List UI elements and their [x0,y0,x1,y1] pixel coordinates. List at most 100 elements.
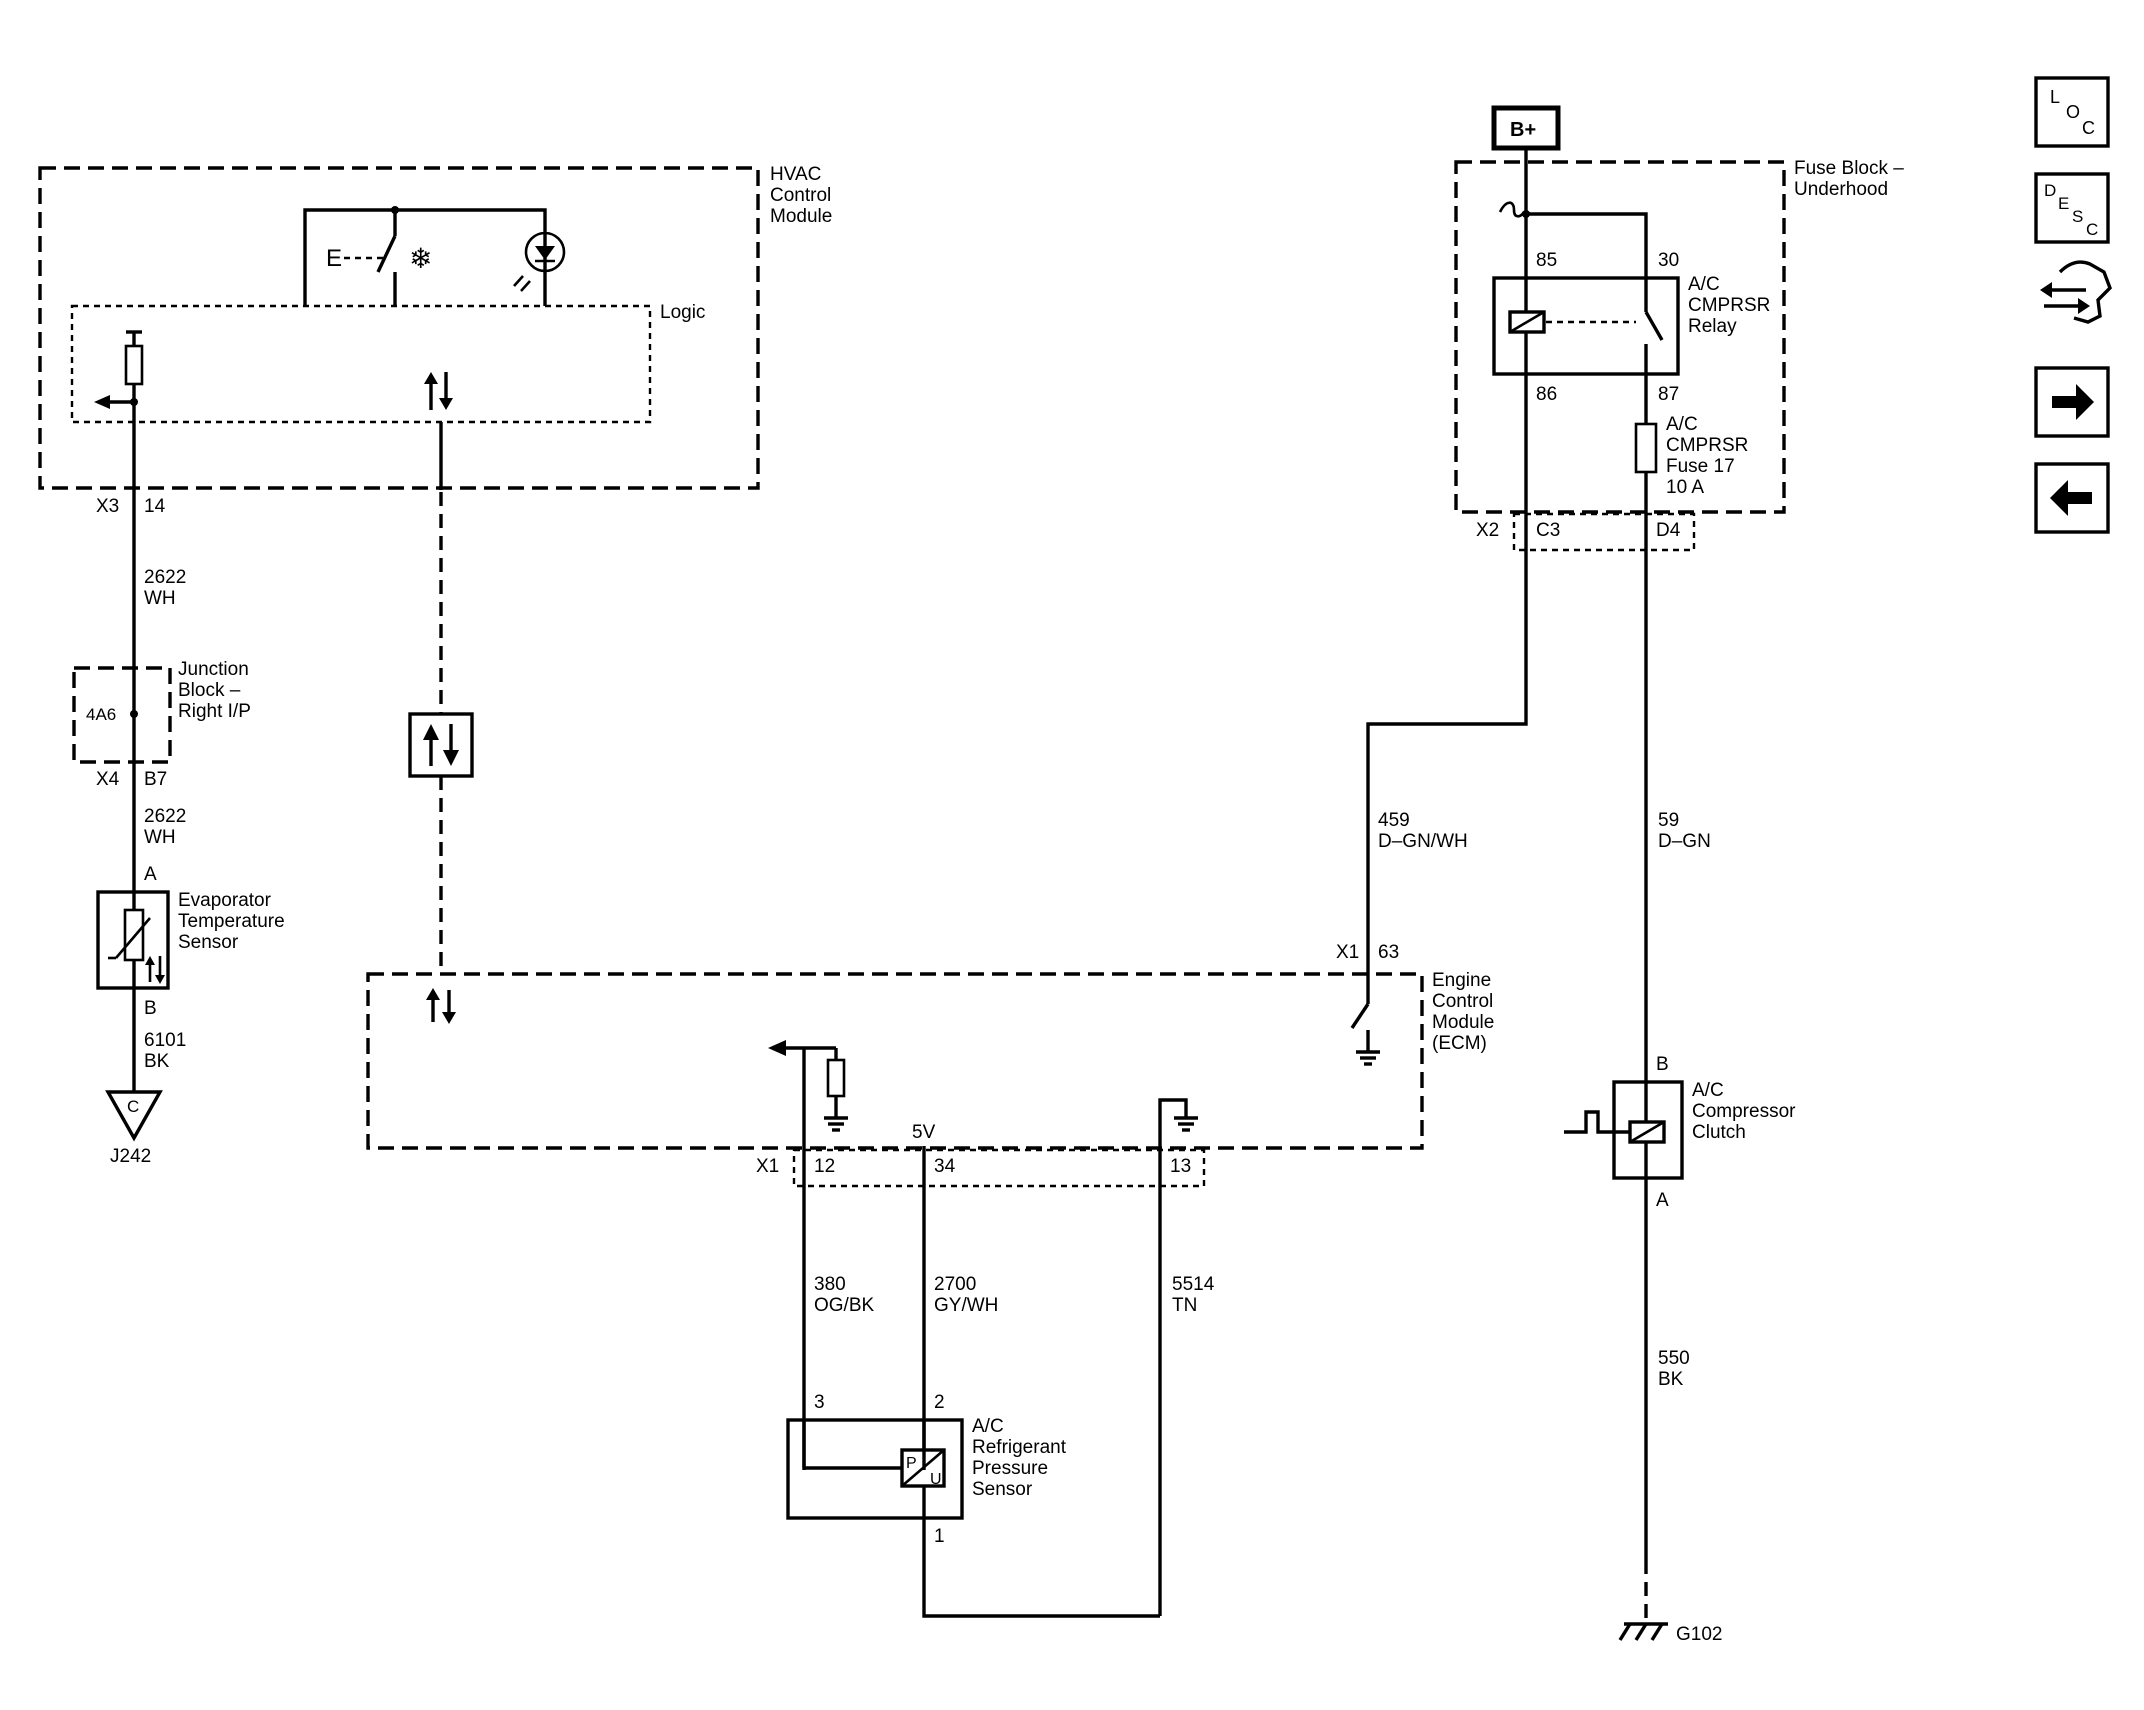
hvac-module-label-2: Control [770,185,831,206]
relay-label-1: A/C [1688,274,1720,295]
hvac-module-label-3: Module [770,206,832,227]
connector-swap-icon [2058,260,2112,324]
junction-connector-pin: B7 [144,769,167,790]
wire-380-circuit: 380 [814,1274,846,1295]
battery-label: B+ [1510,119,1536,141]
relay-label-2: CMPRSR [1688,295,1770,316]
fuse-block-label-2: Underhood [1794,179,1888,200]
ecm-pin-13: 13 [1170,1156,1191,1177]
desc-letter-c: C [2086,220,2098,239]
fuse-label-1: A/C [1666,414,1698,435]
ecm-label-2: Control [1432,991,1493,1012]
ac-switch-panel: E ❄ [303,206,566,306]
ecm-label-3: Module [1432,1012,1494,1033]
logic-block-outline [70,304,652,424]
battery-positive: B+ [1491,105,1561,151]
wire-59-color: D–GN [1658,831,1711,852]
ground-j242-label: J242 [110,1146,151,1167]
wire-550-color: BK [1658,1369,1684,1390]
ground-g102-label: G102 [1676,1624,1722,1645]
ecm-top-connector: X1 [1336,942,1359,963]
junction-label-2: Block – [178,680,241,701]
desc-letter-d: D [2044,181,2056,200]
junction-label-3: Right I/P [178,701,251,722]
input-arrow-icon [94,395,110,409]
relay-pin-87: 87 [1658,384,1679,405]
pressure-label-2: Refrigerant [972,1437,1067,1458]
clutch-label-3: Clutch [1692,1122,1746,1143]
hvac-connector-pin: 14 [144,496,166,517]
junction-block: 4A6 Junction Block – Right I/P [72,659,251,764]
desc-button[interactable]: D E S C [2034,172,2110,244]
ecm-low-reference [1158,1098,1198,1148]
hvac-module-outline [38,166,760,490]
wire-5514-circuit: 5514 [1172,1274,1215,1295]
evap-pin-a: A [144,864,157,885]
fuse-label-2: CMPRSR [1666,435,1748,456]
e-mark: E [326,245,342,272]
indicator-lamp-icon [524,231,566,273]
serial-data-arrows-icon [424,372,453,410]
wire-2622-upper-color: WH [144,588,176,609]
splice-ground-icon [105,1090,163,1142]
ecm-label-1: Engine [1432,970,1491,991]
clutch-label-1: A/C [1692,1080,1724,1101]
arrow-left-icon [2050,480,2092,516]
next-button[interactable] [2034,366,2110,438]
ac-compressor-clutch: B A/C Compressor Clutch A [1564,1054,1796,1211]
ecm-bottom-connector-outline [792,1148,1206,1188]
evap-label-3: Sensor [178,932,239,953]
ecm-pin-34: 34 [934,1156,956,1177]
evap-label-1: Evaporator [178,890,272,911]
loc-letter-l: L [2050,87,2060,107]
loc-button[interactable]: L O C [2034,76,2110,148]
relay-pin-86: 86 [1536,384,1557,405]
ac-compressor-relay [1492,276,1680,376]
wire-2622-lower-color: WH [144,827,176,848]
bus-bar-icon [1498,201,1526,218]
clutch-pin-b: B [1656,1054,1669,1075]
desc-letter-e: E [2058,194,2069,213]
hvac-connector: X3 [96,496,119,517]
fuse-block-connector-outline [1512,512,1696,552]
ecm-5v-label: 5V [912,1122,936,1143]
ground-j242-letter: C [127,1097,139,1116]
serial-data-box [408,712,474,778]
relay-pin-85: 85 [1536,250,1557,271]
pressure-pin-1: 1 [934,1526,945,1547]
wire-459-color: D–GN/WH [1378,831,1468,852]
ecm-top-pin: 63 [1378,942,1399,963]
pressure-label-1: A/C [972,1416,1004,1437]
ecm-pressure-input [768,1040,848,1148]
wire-6101-color: BK [144,1051,170,1072]
desc-letter-s: S [2072,207,2083,226]
junction-connector: X4 [96,769,120,790]
relay-contact-icon [1644,311,1664,341]
ecm-outline [366,972,1424,1150]
pressure-pin-3: 3 [814,1392,825,1413]
previous-button[interactable] [2034,462,2110,534]
ecm-bottom-connector: X1 [756,1156,779,1177]
evaporator-temperature-sensor: A Evaporator Temperature Sensor B [96,864,285,1019]
fuse-block-pin-c3: C3 [1536,520,1560,541]
evap-input-resistor [94,330,144,488]
wire-550-circuit: 550 [1658,1348,1690,1369]
hvac-control-module: HVAC Control Module Logic E ❄ [38,164,832,490]
wire-5514-color: TN [1172,1295,1197,1316]
clutch-pin-a: A [1656,1190,1669,1211]
fuse-block-label-1: Fuse Block – [1794,158,1904,179]
relay-pin-30: 30 [1658,250,1679,271]
clutch-pulley-icon [1564,1110,1630,1134]
ac-refrigerant-pressure-sensor: 3 2 P U A/C Refrigerant Pressure Sensor … [786,1392,1067,1547]
wire-6101-circuit: 6101 [144,1030,186,1051]
fuse-label-4: 10 A [1666,477,1704,498]
connector-swap-button[interactable] [2040,260,2112,324]
fuse-block-pin-d4: D4 [1656,520,1681,541]
wire-2700-color: GY/WH [934,1295,998,1316]
signal-input-arrow-icon [768,1040,786,1056]
loc-letter-c: C [2082,118,2095,138]
fuse-icon [1634,422,1658,474]
fuse-block-outline [1454,160,1786,514]
snowflake-icon: ❄ [409,243,432,274]
